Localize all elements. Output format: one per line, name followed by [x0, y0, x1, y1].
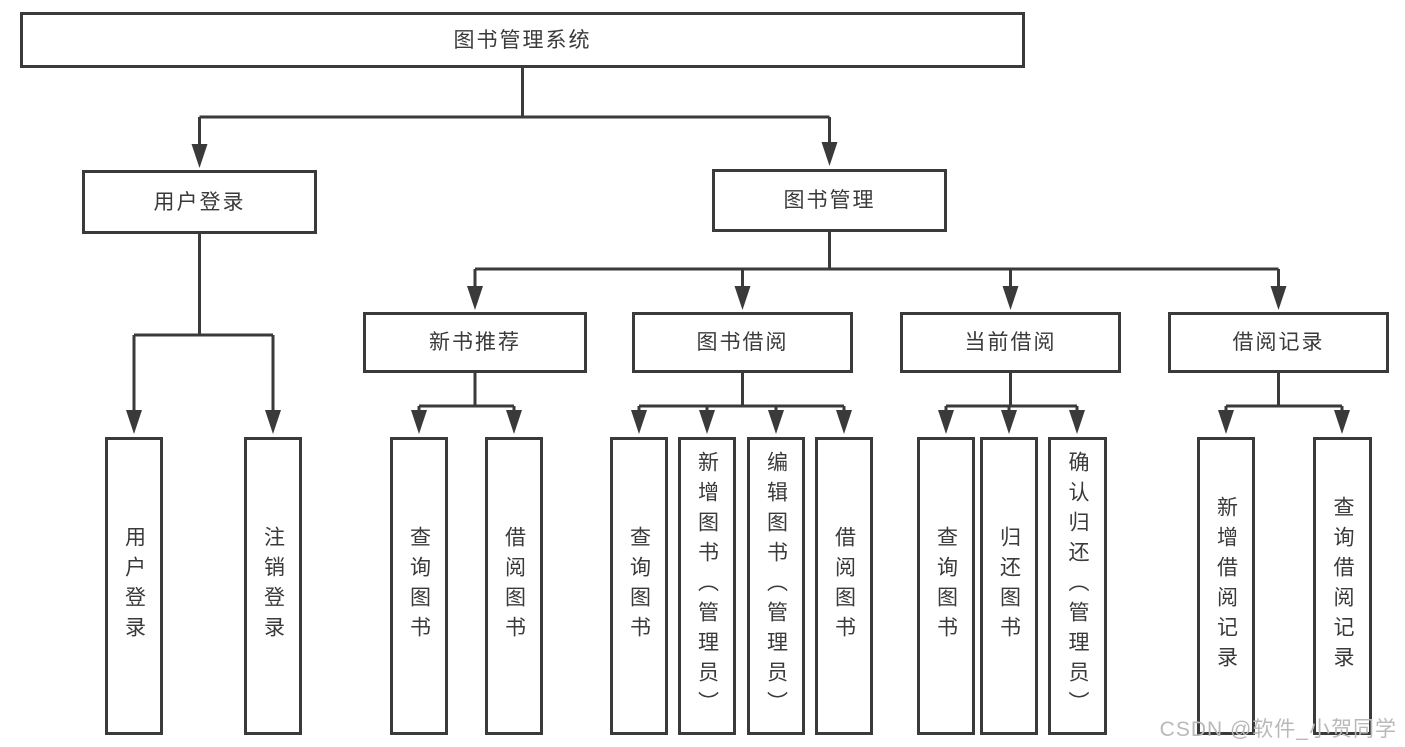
leaf-query-borrow-record: 查询借阅记录 — [1313, 437, 1372, 735]
leaf-add-borrow-record: 新增借阅记录 — [1197, 437, 1255, 735]
leaf-edit-books-admin: 编辑图书（管理员） — [747, 437, 805, 735]
leaf-query-books-borrowing: 查询图书 — [610, 437, 668, 735]
leaf-add-books-admin: 新增图书（管理员） — [678, 437, 736, 735]
csdn-watermark: CSDN @软件_小贺同学 — [1159, 718, 1397, 741]
leaf-confirm-return-admin: 确认归还（管理员） — [1048, 437, 1107, 735]
node-current-borrowing: 当前借阅 — [900, 312, 1121, 373]
leaf-borrow-books-newbooks: 借阅图书 — [485, 437, 543, 735]
leaf-return-books: 归还图书 — [980, 437, 1038, 735]
node-user-login: 用户登录 — [82, 170, 317, 234]
leaf-user-login: 用户登录 — [105, 437, 163, 735]
node-book-management: 图书管理 — [712, 169, 947, 232]
leaf-query-books-newbooks: 查询图书 — [390, 437, 448, 735]
node-new-book-recommendation: 新书推荐 — [363, 312, 587, 373]
leaf-logout-login: 注销登录 — [244, 437, 302, 735]
node-book-borrowing: 图书借阅 — [632, 312, 853, 373]
leaf-query-books-current: 查询图书 — [917, 437, 975, 735]
node-library-system: 图书管理系统 — [20, 12, 1025, 68]
node-borrowing-records: 借阅记录 — [1168, 312, 1389, 373]
leaf-borrow-books-borrowing: 借阅图书 — [815, 437, 873, 735]
